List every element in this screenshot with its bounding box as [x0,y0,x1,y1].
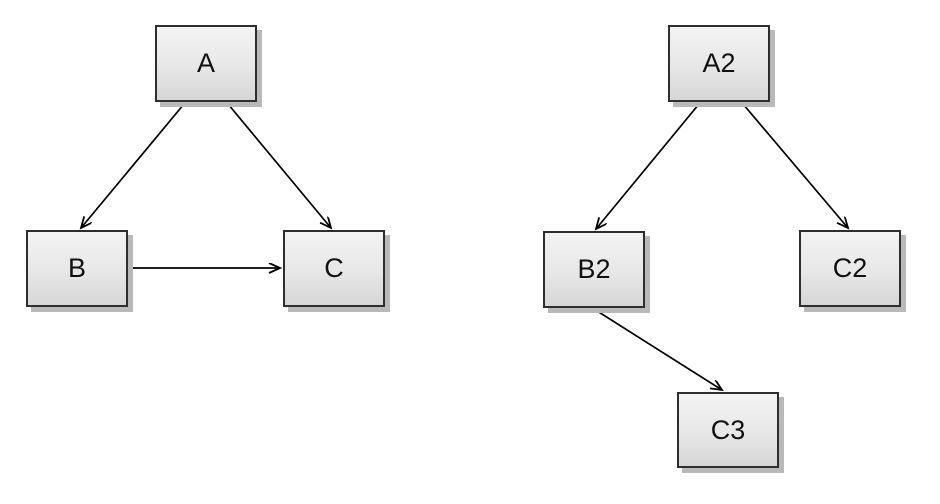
node-b-label: B [67,253,86,283]
node-a-label: A [196,48,215,78]
node-c2: C2 [799,230,901,307]
node-a: A [155,25,257,102]
node-b: B [26,230,128,307]
node-c-label: C [324,253,344,283]
node-b2-label: B2 [577,254,611,284]
node-c2-label: C2 [832,253,868,283]
node-c3: C3 [677,392,779,468]
node-c: C [283,230,385,307]
node-a2: A2 [668,25,770,102]
edge-a2-b2 [596,103,700,229]
edge-a-b [81,103,185,228]
node-a2-label: A2 [702,48,736,78]
edge-b2-c3 [593,308,722,390]
node-c3-label: C3 [710,414,746,445]
node-b2: B2 [543,231,645,308]
edge-a-c [227,103,331,228]
edge-a2-c2 [742,103,848,228]
